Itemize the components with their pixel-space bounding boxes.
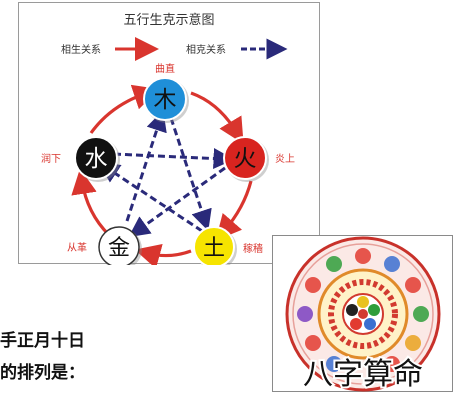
article-line-2: 的排列是： (0, 363, 85, 383)
water-circle (74, 136, 118, 180)
fire-node: 火 炎上 (223, 136, 295, 182)
earth-label: 稼穑 (243, 242, 263, 255)
bazi-image: 八字算命 (272, 235, 453, 393)
sheng-arrow-water-wood (89, 84, 160, 134)
fire-circle (223, 136, 267, 180)
five-elements-diagram: 五行生克示意图 相生关系 相克关系 木 曲直 (18, 2, 320, 265)
bazi-caption: 八字算命 (303, 357, 423, 392)
water-label: 润下 (41, 152, 61, 165)
wood-char: 木 (154, 87, 177, 113)
ke-star (98, 110, 235, 238)
zodiac-animals-ring (297, 248, 429, 372)
ke-arrow-water-fire (113, 148, 235, 170)
legend-sheng-label: 相生关系 (61, 43, 101, 56)
bazi-wheel-svg: 八字算命 (285, 236, 441, 393)
earth-char: 土 (203, 236, 225, 261)
metal-label: 从革 (67, 241, 87, 254)
metal-char: 金 (108, 236, 130, 261)
sheng-cycle (71, 84, 253, 265)
wheel-center-colors (346, 296, 380, 330)
water-node: 水 润下 (41, 136, 120, 182)
metal-node: 金 从革 (67, 226, 142, 265)
sheng-arrow-wood-fire (190, 91, 244, 144)
water-char: 水 (85, 146, 108, 172)
ke-arrow-wood-earth (169, 117, 212, 231)
earth-node: 土 稼穑 (193, 226, 263, 265)
wood-node: 木 曲直 (143, 62, 189, 123)
ke-arrow-metal-wood (125, 110, 167, 222)
metal-circle (98, 226, 140, 265)
five-elements-svg: 五行生克示意图 相生关系 相克关系 木 曲直 (41, 12, 295, 265)
wood-circle (143, 77, 187, 121)
sheng-arrow-fire-earth (215, 180, 253, 241)
ke-arrow-earth-water (98, 162, 203, 233)
diagram-title: 五行生克示意图 (123, 12, 214, 28)
ke-arrow-fire-metal (128, 166, 226, 238)
earth-circle (193, 226, 235, 265)
sheng-arrow-metal-water (71, 168, 111, 237)
sheng-arrow-earth-metal (134, 244, 192, 265)
wood-label: 曲直 (155, 62, 175, 75)
legend-ke-label: 相克关系 (186, 43, 226, 56)
fire-char: 火 (234, 146, 257, 172)
article-line-1: 手正月十日 (0, 331, 85, 351)
fire-label: 炎上 (275, 153, 295, 165)
